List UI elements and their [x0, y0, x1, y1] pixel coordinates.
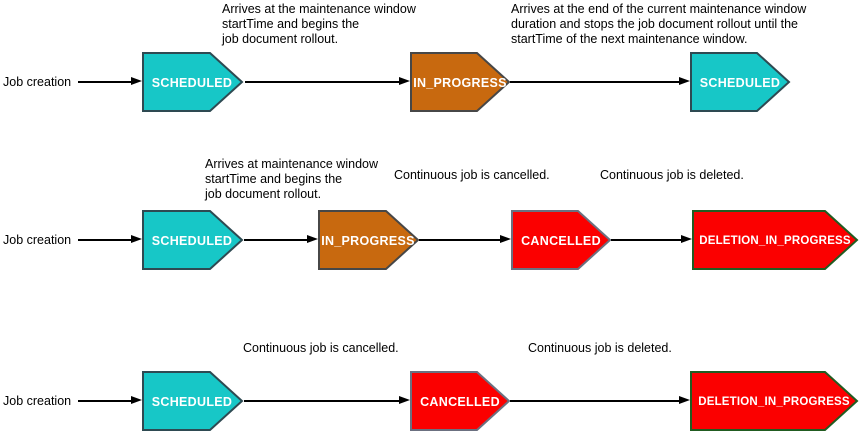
annotation-maintenance-end: Arrives at the end of the current mainte…	[511, 2, 807, 46]
arrow-shaft	[510, 81, 682, 83]
state-label: SCHEDULED	[152, 395, 232, 409]
state-node-deletion-in-progress: DELETION_IN_PROGRESS	[690, 371, 859, 431]
annotation-job-deleted: Continuous job is deleted.	[528, 341, 672, 355]
state-label: CANCELLED	[521, 234, 601, 248]
chevron-shape	[692, 210, 859, 270]
arrow-shaft	[78, 400, 134, 402]
chevron-shape	[142, 52, 244, 112]
state-node-scheduled: SCHEDULED	[142, 210, 244, 270]
flow-arrow	[611, 235, 692, 245]
arrowhead-icon	[681, 235, 692, 243]
state-node-deletion-in-progress: DELETION_IN_PROGRESS	[692, 210, 859, 270]
state-label: SCHEDULED	[700, 76, 780, 90]
annotation-job-cancelled: Continuous job is cancelled.	[394, 168, 550, 182]
arrowhead-icon	[679, 77, 690, 85]
flow-arrow	[510, 396, 690, 406]
flow-arrow	[244, 235, 318, 245]
arrow-shaft	[611, 239, 684, 241]
arrowhead-icon	[500, 235, 511, 243]
annotation-job-deleted: Continuous job is deleted.	[600, 168, 744, 182]
chevron-shape	[410, 52, 511, 112]
state-label: DELETION_IN_PROGRESS	[698, 396, 850, 408]
flow-arrow	[78, 77, 142, 87]
arrow-shaft	[510, 400, 682, 402]
chevron-shape	[318, 210, 420, 270]
state-node-scheduled: SCHEDULED	[142, 371, 244, 431]
state-label: IN_PROGRESS	[413, 76, 507, 90]
arrowhead-icon	[399, 77, 410, 85]
state-node-scheduled: SCHEDULED	[690, 52, 791, 112]
arrow-shaft	[78, 239, 134, 241]
state-node-in-progress: IN_PROGRESS	[410, 52, 511, 112]
job-creation-label: Job creation	[3, 394, 72, 408]
annotation-maintenance-start: Arrives at the maintenance window startT…	[222, 2, 416, 46]
flow-arrow	[78, 396, 142, 406]
chevron-shape	[142, 371, 244, 431]
flow-arrow	[510, 77, 690, 87]
annotation-maintenance-start: Arrives at maintenance window startTime …	[205, 157, 378, 201]
state-node-cancelled: CANCELLED	[410, 371, 511, 431]
flow-arrow	[419, 235, 511, 245]
arrowhead-icon	[131, 396, 142, 404]
chevron-shape	[410, 371, 511, 431]
arrow-shaft	[244, 239, 310, 241]
chevron-shape	[690, 371, 859, 431]
state-label: SCHEDULED	[152, 76, 232, 90]
flow-arrow	[78, 235, 142, 245]
state-label: CANCELLED	[420, 395, 500, 409]
arrow-shaft	[245, 81, 402, 83]
state-node-in-progress: IN_PROGRESS	[318, 210, 420, 270]
chevron-shape	[511, 210, 612, 270]
arrow-shaft	[244, 400, 402, 402]
job-creation-label: Job creation	[3, 75, 72, 89]
arrow-shaft	[419, 239, 503, 241]
arrowhead-icon	[399, 396, 410, 404]
chevron-shape	[142, 210, 244, 270]
state-label: DELETION_IN_PROGRESS	[699, 235, 851, 247]
arrowhead-icon	[131, 235, 142, 243]
arrow-shaft	[78, 81, 134, 83]
arrowhead-icon	[131, 77, 142, 85]
chevron-shape	[690, 52, 791, 112]
state-label: IN_PROGRESS	[321, 234, 415, 248]
job-creation-label: Job creation	[3, 233, 72, 247]
state-node-scheduled: SCHEDULED	[142, 52, 244, 112]
state-node-cancelled: CANCELLED	[511, 210, 612, 270]
flow-arrow	[245, 77, 410, 87]
arrowhead-icon	[679, 396, 690, 404]
flow-arrow	[244, 396, 410, 406]
arrowhead-icon	[307, 235, 318, 243]
annotation-job-cancelled: Continuous job is cancelled.	[243, 341, 399, 355]
state-label: SCHEDULED	[152, 234, 232, 248]
